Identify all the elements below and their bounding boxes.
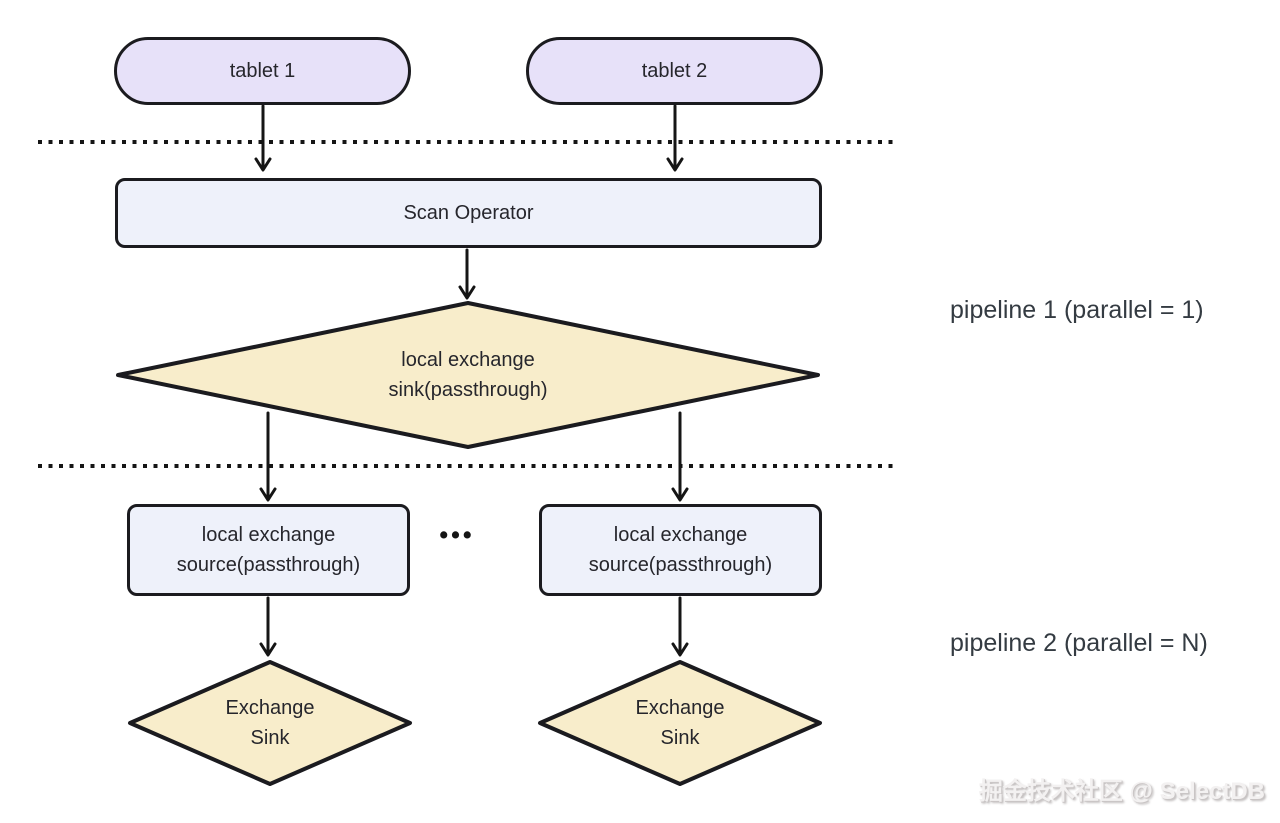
- node-exchange-sink-left: Exchange Sink: [126, 658, 414, 788]
- ellipsis-more-parallels: •••: [439, 521, 475, 549]
- node-tablet-1: tablet 1: [114, 37, 411, 105]
- diamond-shape: [116, 301, 820, 449]
- node-local-exchange-source-right: local exchange source(passthrough): [539, 504, 822, 596]
- dotted-separator-bottom: [38, 464, 894, 468]
- diamond-shape: [128, 660, 412, 786]
- label-line-2: source(passthrough): [176, 554, 361, 576]
- node-local-exchange-source-left: local exchange source(passthrough): [127, 504, 410, 596]
- node-scan-operator-label: Scan Operator: [403, 202, 534, 224]
- label-line-2: Sink: [660, 727, 700, 749]
- pipeline-1-label: pipeline 1 (parallel = 1): [950, 296, 1204, 324]
- arrow-sink-to-source-right: [671, 411, 689, 502]
- node-local-exchange-sink-label: local exchange sink(passthrough): [114, 299, 822, 451]
- label-line-2: source(passthrough): [588, 554, 773, 576]
- label-line-1: Exchange: [635, 697, 725, 719]
- node-tablet-1-label: tablet 1: [229, 60, 296, 82]
- node-exchange-sink-left-label: Exchange Sink: [126, 658, 414, 788]
- label-line-1: Exchange: [225, 697, 315, 719]
- node-tablet-2-label: tablet 2: [641, 60, 708, 82]
- node-local-exchange-sink: local exchange sink(passthrough): [114, 299, 822, 451]
- dotted-separator-top: [38, 140, 894, 144]
- label-line-2: sink(passthrough): [388, 379, 548, 401]
- node-scan-operator: Scan Operator: [115, 178, 822, 248]
- pipeline-2-label: pipeline 2 (parallel = N): [950, 629, 1208, 657]
- node-tablet-2: tablet 2: [526, 37, 823, 105]
- label-line-1: local exchange: [401, 349, 535, 371]
- arrow-scan-to-sink: [458, 248, 476, 300]
- diamond-shape: [538, 660, 822, 786]
- node-exchange-sink-right-label: Exchange Sink: [536, 658, 824, 788]
- arrow-sink-to-source-left: [259, 411, 277, 502]
- label-line-2: Sink: [250, 727, 290, 749]
- arrow-source-to-exchange-left: [259, 596, 277, 657]
- label-line-1: local exchange: [201, 524, 336, 546]
- arrow-tablet2-to-scan: [666, 104, 684, 172]
- arrow-source-to-exchange-right: [671, 596, 689, 657]
- arrow-tablet1-to-scan: [254, 104, 272, 172]
- label-line-1: local exchange: [613, 524, 748, 546]
- watermark: 掘金技术社区 @ SelectDB: [978, 778, 1265, 805]
- node-exchange-sink-right: Exchange Sink: [536, 658, 824, 788]
